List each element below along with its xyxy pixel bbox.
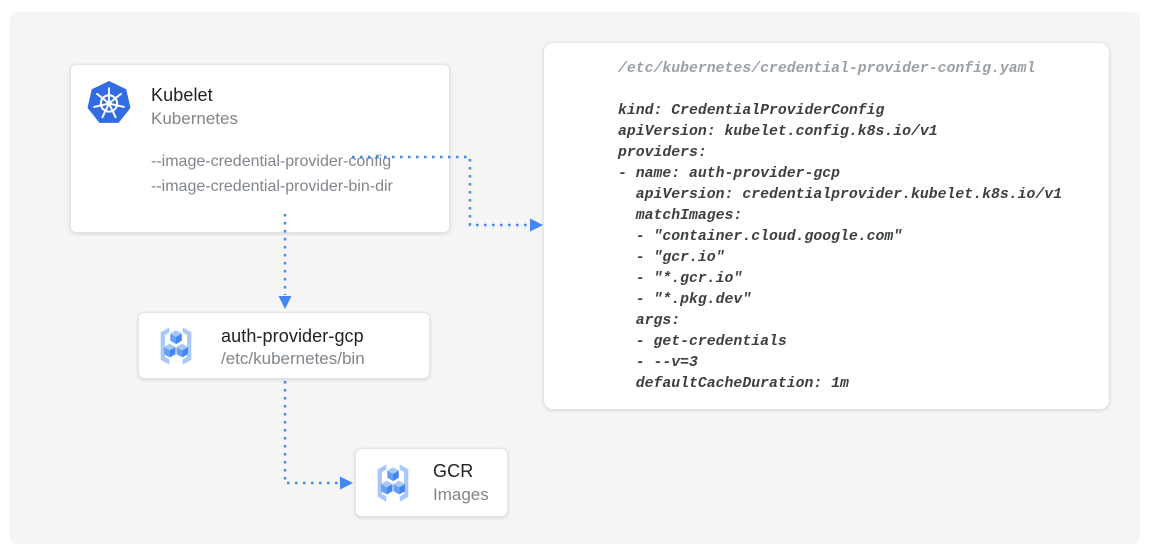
flag-image-credential-provider-config: --image-credential-provider-config: [151, 153, 392, 170]
flag-image-credential-provider-bin-dir: --image-credential-provider-bin-dir: [151, 178, 393, 195]
auth-provider-subtitle: /etc/kubernetes/bin: [221, 349, 365, 368]
gcr-cubes-icon: [370, 460, 416, 506]
yaml-code: kind: CredentialProviderConfig apiVersio…: [618, 103, 1062, 392]
kubelet-title: Kubelet: [151, 85, 213, 105]
kubelet-flags: --image-credential-provider-config --ima…: [151, 149, 393, 199]
gcr-subtitle: Images: [433, 485, 489, 504]
node-gcr: GCR Images: [355, 448, 508, 517]
node-auth-provider-gcp: auth-provider-gcp /etc/kubernetes/bin: [138, 312, 430, 379]
yaml-filename: /etc/kubernetes/credential-provider-conf…: [618, 61, 1036, 77]
auth-provider-title: auth-provider-gcp: [221, 326, 364, 346]
kubelet-subtitle: Kubernetes: [151, 109, 238, 128]
gcr-title: GCR: [433, 461, 474, 481]
kubernetes-helm-icon: [86, 80, 132, 126]
node-kubelet: Kubelet Kubernetes --image-credential-pr…: [70, 64, 450, 233]
gcr-cubes-icon: [153, 323, 199, 369]
yaml-config-card: /etc/kubernetes/credential-provider-conf…: [543, 42, 1110, 410]
